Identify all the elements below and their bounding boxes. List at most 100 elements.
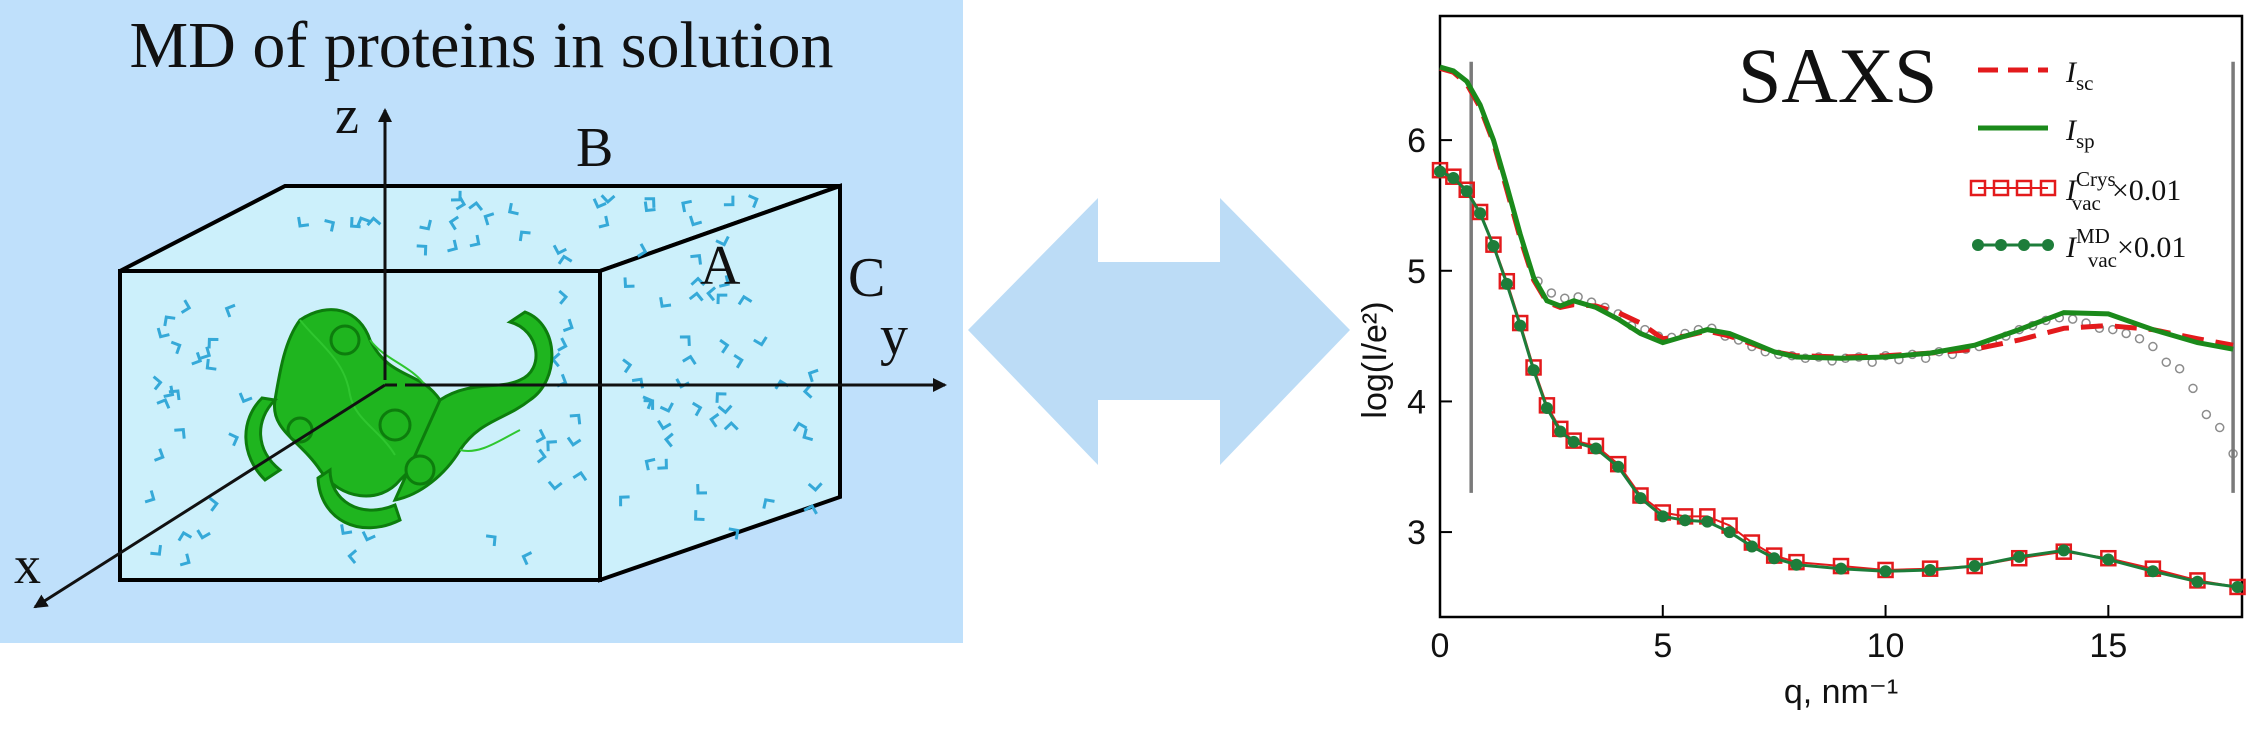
water-molecule xyxy=(366,216,382,227)
water-molecule xyxy=(688,291,704,302)
water-molecule xyxy=(716,293,728,305)
water-molecule xyxy=(144,490,156,504)
x-axis-label: q, nm⁻¹ xyxy=(1784,673,1898,711)
experimental-point xyxy=(2121,328,2131,339)
series-point-md xyxy=(2057,544,2070,557)
box-dimension-c: C xyxy=(848,247,886,309)
water-molecule xyxy=(558,289,569,305)
water-molecule xyxy=(688,215,703,227)
water-molecule xyxy=(174,428,186,439)
legend-label: Isc xyxy=(2065,56,2094,95)
legend-marker xyxy=(2015,179,2033,197)
legend-marker xyxy=(2042,239,2054,251)
water-molecule xyxy=(715,392,727,403)
water-molecule xyxy=(416,244,428,256)
water-molecule xyxy=(208,496,219,512)
experimental-point xyxy=(2108,324,2118,335)
series-point-md xyxy=(2146,565,2159,578)
md-simulation-panel: MD of proteins in solution xyxy=(0,0,963,643)
experimental-point xyxy=(2161,357,2172,367)
water-molecule xyxy=(546,440,557,452)
water-molecule xyxy=(535,428,547,444)
water-molecule xyxy=(507,202,519,216)
water-molecule xyxy=(681,199,693,213)
water-molecule xyxy=(566,436,582,447)
simulation-box-diagram xyxy=(33,108,947,609)
water-molecule xyxy=(644,197,656,208)
water-molecule xyxy=(718,275,730,288)
water-molecule xyxy=(347,549,358,565)
x-tick-label: 10 xyxy=(1867,627,1905,665)
series-line-isp xyxy=(1439,64,2234,361)
water-molecule xyxy=(557,337,568,352)
water-molecule xyxy=(657,458,668,470)
water-molecule xyxy=(737,294,753,306)
legend-marker xyxy=(1995,239,2007,251)
water-molecule xyxy=(177,530,193,542)
experimental-point xyxy=(2134,333,2145,344)
series-point-md xyxy=(1656,510,1669,523)
water-molecule xyxy=(642,395,654,410)
water-molecule xyxy=(690,276,706,287)
legend-label: Isp xyxy=(2065,114,2095,153)
panel-title: MD of proteins in solution xyxy=(129,9,834,82)
water-molecule xyxy=(659,297,672,308)
legend-marker xyxy=(1969,179,1987,197)
water-molecule xyxy=(592,198,607,209)
experimental-data xyxy=(1533,276,2238,459)
water-molecule xyxy=(802,383,813,399)
water-molecule xyxy=(224,303,236,318)
water-molecule xyxy=(696,484,708,495)
legend-marker xyxy=(2039,179,2057,197)
water-molecule xyxy=(598,215,610,229)
series-point-md xyxy=(1723,526,1736,539)
water-molecule xyxy=(623,277,635,288)
water-molecule xyxy=(469,234,481,248)
water-molecule xyxy=(150,544,162,556)
x-tick-label: 0 xyxy=(1431,627,1450,665)
water-molecule xyxy=(690,254,702,265)
water-molecule xyxy=(723,421,739,431)
water-molecules xyxy=(144,190,823,567)
series-point-md xyxy=(1434,165,1446,178)
water-molecule xyxy=(552,244,567,256)
x-axis xyxy=(33,383,386,609)
legend-marker xyxy=(1992,179,2010,197)
water-molecule xyxy=(361,530,376,542)
y-axis-label: log(I/e²) xyxy=(1356,301,1394,418)
water-molecule xyxy=(518,230,531,242)
y-tick-label: 4 xyxy=(1407,383,1426,421)
series-point-md xyxy=(1589,442,1602,455)
water-molecule xyxy=(657,419,672,431)
water-molecule xyxy=(228,432,240,447)
water-molecule xyxy=(706,286,717,302)
water-molecule xyxy=(679,335,691,346)
series-point-md xyxy=(1527,364,1540,377)
water-molecule xyxy=(622,358,633,374)
box-dimension-b: B xyxy=(576,117,614,179)
experimental-point xyxy=(2174,364,2185,374)
water-molecule xyxy=(663,432,674,448)
series-point-md xyxy=(1924,563,1937,576)
water-molecule xyxy=(163,315,176,327)
water-molecule xyxy=(762,498,775,509)
water-molecule xyxy=(659,402,674,413)
experimental-point xyxy=(1546,288,1557,298)
water-molecule xyxy=(715,235,730,247)
water-molecule xyxy=(297,216,310,228)
experimental-point xyxy=(2148,341,2158,352)
series-point-md xyxy=(1500,277,1513,290)
water-molecule xyxy=(557,254,573,265)
water-molecule xyxy=(643,201,656,213)
water-molecule xyxy=(447,239,458,253)
water-molecule xyxy=(644,457,656,471)
water-molecule xyxy=(483,212,495,226)
water-molecule xyxy=(180,299,192,314)
series-point-md xyxy=(1745,540,1758,553)
experimental-point xyxy=(2201,409,2212,420)
water-molecule xyxy=(179,553,191,567)
vertical-markers xyxy=(1469,61,2235,493)
water-molecule xyxy=(807,482,823,492)
